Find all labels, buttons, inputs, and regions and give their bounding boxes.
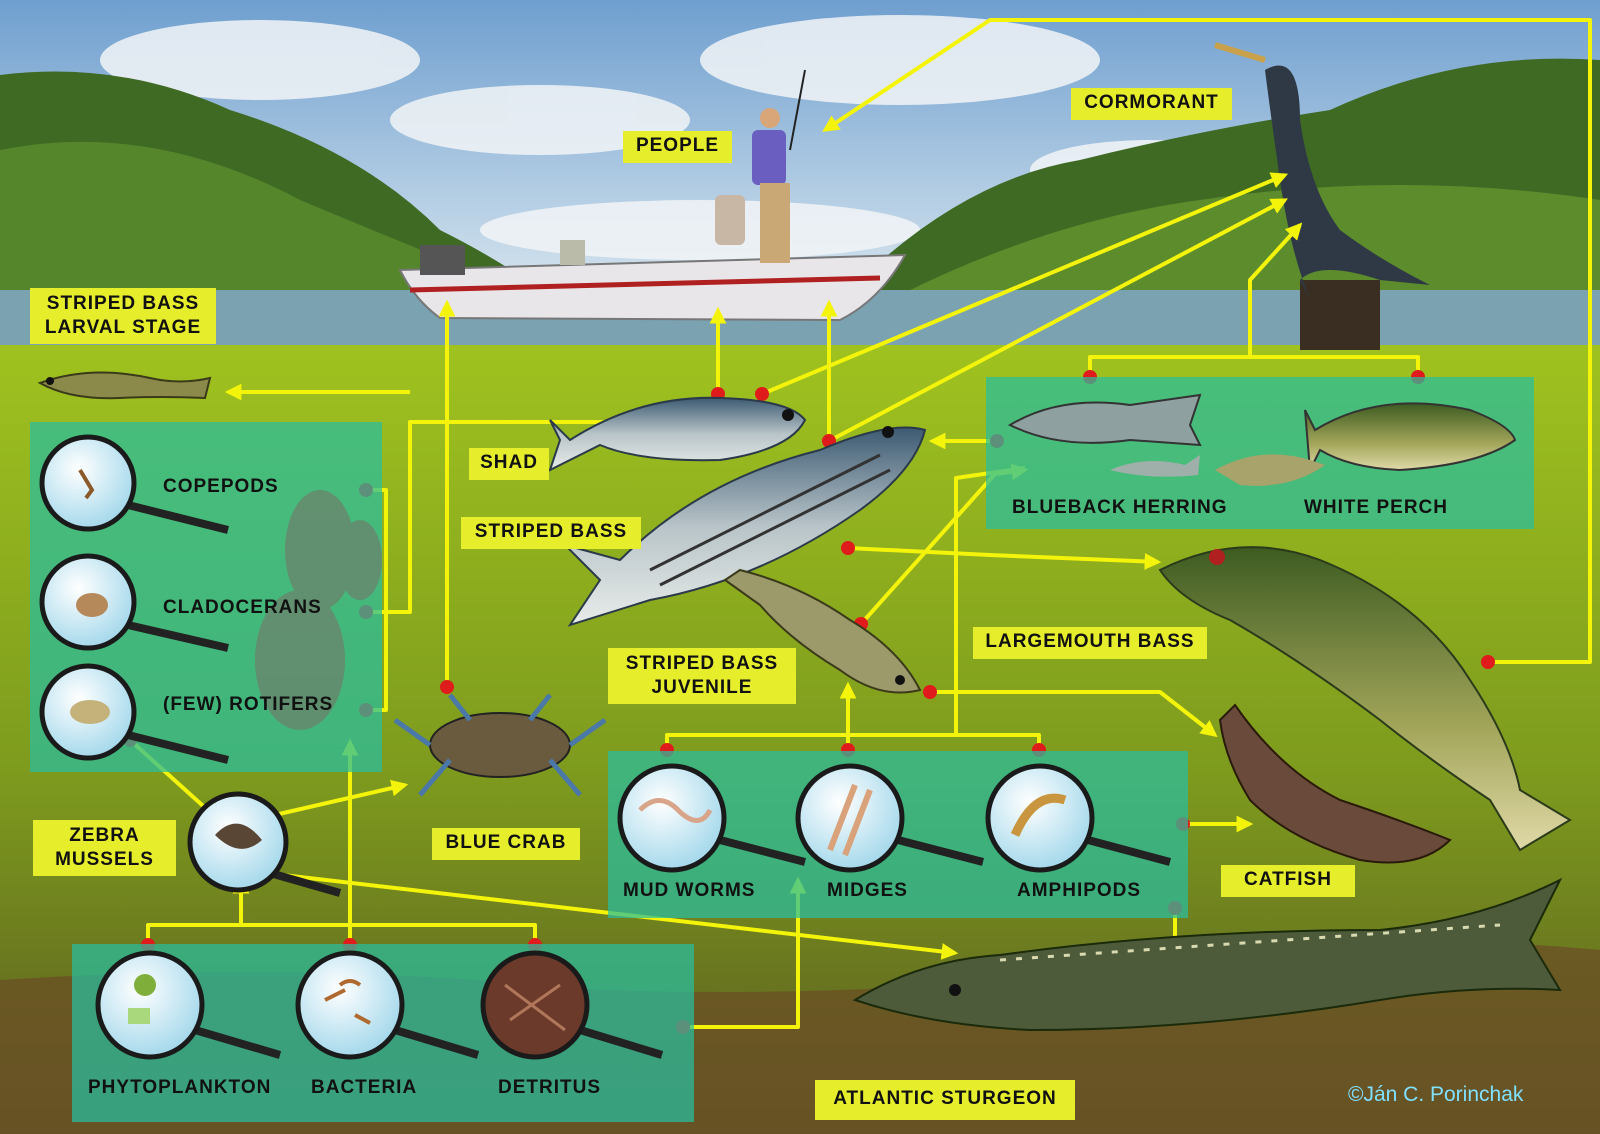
right-hill-trees xyxy=(900,185,1600,310)
label-detritus: DETRITUS xyxy=(498,1077,601,1098)
zebra-mussel-lens xyxy=(187,791,342,897)
label-cormorant: CORMORANT xyxy=(1071,88,1232,120)
food-web-arrows xyxy=(128,18,1592,1029)
largemouth-bass-fish xyxy=(1158,546,1572,852)
zebra-mussel-cluster xyxy=(255,490,382,730)
label-phytoplankton: PHYTOPLANKTON xyxy=(88,1077,272,1098)
label-zebra-mussels: ZEBRA MUSSELS xyxy=(33,820,176,876)
blue-crab xyxy=(393,693,607,797)
label-people: PEOPLE xyxy=(623,131,732,163)
label-blue-crab: BLUE CRAB xyxy=(432,828,580,860)
striped-bass-juvenile-fish xyxy=(723,568,922,694)
white-perch-fish xyxy=(1215,402,1517,486)
phytoplankton-lens xyxy=(95,950,282,1060)
detritus-lens xyxy=(480,950,664,1060)
boat xyxy=(398,195,907,322)
label-largemouth-bass: LARGEMOUTH BASS xyxy=(973,627,1207,659)
label-white-perch: WHITE PERCH xyxy=(1304,497,1448,518)
copyright-credit: ©Ján C. Porinchak xyxy=(1348,1083,1524,1106)
rotifer-lens xyxy=(39,663,229,764)
label-bacteria: BACTERIA xyxy=(311,1077,418,1098)
label-catfish: CATFISH xyxy=(1221,865,1355,897)
blueback-herring-fish xyxy=(1007,393,1202,477)
label-amphipods: AMPHIPODS xyxy=(1017,880,1142,901)
bacteria-lens xyxy=(295,950,480,1060)
copepod-lens xyxy=(39,434,229,534)
mud-worm-lens xyxy=(617,763,807,873)
cladoceran-lens xyxy=(39,553,229,652)
fisherman xyxy=(752,69,806,263)
label-mud-worms: MUD WORMS xyxy=(623,880,756,901)
label-midges: MIDGES xyxy=(827,880,908,901)
label-shad: SHAD xyxy=(469,448,549,480)
label-striped-bass: STRIPED BASS xyxy=(461,517,641,549)
label-striped-bass-larval-stage: STRIPED BASS LARVAL STAGE xyxy=(30,288,216,344)
clouds xyxy=(100,15,1270,260)
larval-fish xyxy=(37,371,212,400)
label-blueback-herring: BLUEBACK HERRING xyxy=(1012,497,1228,518)
left-hill-trees xyxy=(0,141,520,300)
cormorant-bird xyxy=(1214,42,1430,350)
label-few-rotifers: (FEW) ROTIFERS xyxy=(163,694,334,715)
label-atlantic-sturgeon: ATLANTIC STURGEON xyxy=(815,1080,1075,1120)
atlantic-sturgeon-fish xyxy=(852,877,1563,1032)
shad-fish xyxy=(548,396,807,472)
amphipod-lens xyxy=(985,763,1172,873)
label-copepods: COPEPODS xyxy=(163,476,279,497)
catfish-fish xyxy=(1218,703,1452,864)
striped-bass-fish xyxy=(561,426,927,627)
label-cladocerans: CLADOCERANS xyxy=(163,597,322,618)
midge-lens xyxy=(795,763,985,873)
label-striped-bass-juvenile: STRIPED BASS JUVENILE xyxy=(608,648,796,704)
